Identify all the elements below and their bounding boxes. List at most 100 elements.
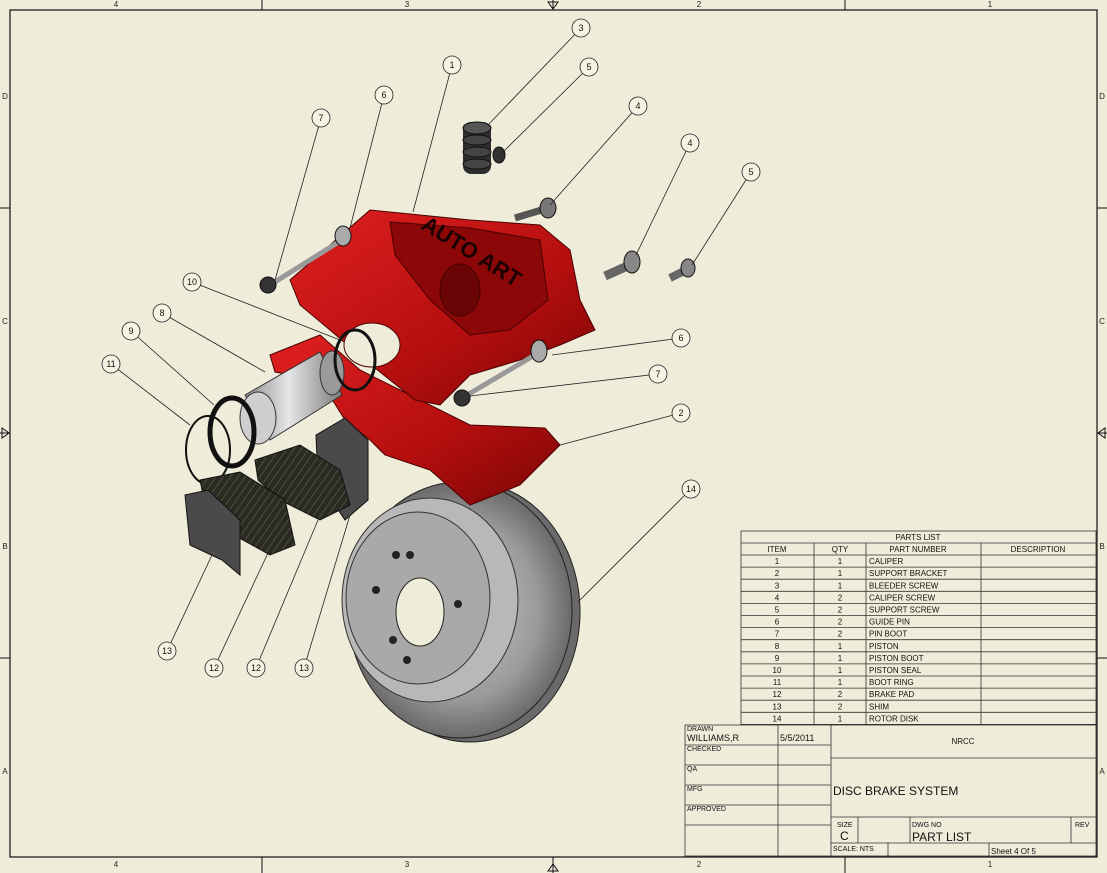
callout: 13 — [294, 514, 351, 678]
zone-label: A — [1099, 767, 1105, 776]
table-cell: SUPPORT SCREW — [869, 606, 940, 615]
callout-number: 7 — [655, 369, 660, 379]
callout-number: 1 — [449, 60, 454, 70]
table-cell: 1 — [838, 654, 843, 663]
callout-number: 13 — [299, 663, 309, 673]
table-cell: 1 — [838, 666, 843, 675]
parts-list-title: PARTS LIST — [895, 533, 940, 542]
parts-list-header: QTY — [832, 545, 849, 554]
callout-number: 6 — [381, 90, 386, 100]
callout: 14 — [577, 479, 701, 603]
callout-number: 10 — [187, 277, 197, 287]
table-cell: 2 — [838, 630, 843, 639]
callout-number: 12 — [251, 663, 261, 673]
scale-label: SCALE: NTS — [833, 846, 874, 853]
zone-label: 1 — [988, 0, 993, 9]
zone-label: 2 — [697, 0, 702, 9]
table-cell: CALIPER — [869, 557, 903, 566]
table-cell: 2 — [838, 606, 843, 615]
zone-label: 2 — [697, 860, 702, 869]
table-cell: 2 — [775, 569, 780, 578]
table-cell: SHIM — [869, 702, 889, 711]
table-cell: 2 — [838, 618, 843, 627]
table-cell: 1 — [838, 678, 843, 687]
callout: 13 — [157, 554, 213, 661]
bleeder-screw — [462, 121, 506, 174]
top-zone-labels: 4 3 2 1 — [114, 0, 993, 9]
caliper: AUTO ART — [289, 209, 596, 406]
table-cell: BLEEDER SCREW — [869, 581, 939, 590]
table-cell: BOOT RING — [869, 678, 914, 687]
guide-pin — [259, 225, 352, 294]
table-cell: 1 — [838, 581, 843, 590]
callout-number: 3 — [578, 23, 583, 33]
zone-label: D — [2, 92, 8, 101]
callout: 6 — [349, 85, 394, 229]
callout-number: 12 — [209, 663, 219, 673]
table-cell: 9 — [775, 654, 780, 663]
table-cell: 2 — [838, 702, 843, 711]
approved-label: APPROVED — [687, 806, 726, 813]
callout: 2 — [559, 403, 691, 446]
table-cell: 12 — [773, 690, 782, 699]
table-cell: 4 — [775, 593, 780, 602]
shim — [184, 489, 241, 577]
table-cell: GUIDE PIN — [869, 618, 910, 627]
left-zone-labels: D C B A — [2, 92, 8, 776]
callout: 5 — [499, 57, 599, 156]
brake-pad — [254, 444, 351, 521]
zone-label: C — [2, 317, 8, 326]
parts-list-header: ITEM — [767, 545, 786, 554]
support-screw — [668, 258, 696, 282]
caliper-screw — [603, 250, 641, 281]
piston — [239, 350, 345, 445]
zone-label: B — [1099, 542, 1104, 551]
parts-list-header: DESCRIPTION — [1011, 545, 1066, 554]
checked-label: CHECKED — [687, 746, 721, 753]
table-cell: 1 — [838, 557, 843, 566]
callout: 8 — [152, 303, 266, 373]
callout-number: 8 — [159, 308, 164, 318]
callout: 12 — [204, 552, 269, 678]
piston-boot — [207, 395, 257, 469]
callout: 1 — [412, 55, 462, 213]
zone-label: 4 — [114, 860, 119, 869]
callout-number: 9 — [128, 326, 133, 336]
callout: 12 — [246, 519, 319, 678]
table-cell: 3 — [775, 581, 780, 590]
table-cell: 14 — [773, 714, 782, 723]
zone-label: 1 — [988, 860, 993, 869]
drawing-title: DISC BRAKE SYSTEM — [833, 784, 958, 798]
callout-number: 5 — [748, 167, 753, 177]
table-cell: 13 — [773, 702, 782, 711]
table-cell: 1 — [838, 714, 843, 723]
parts-list-header: PART NUMBER — [889, 545, 947, 554]
callout-number: 4 — [635, 101, 640, 111]
table-cell: 8 — [775, 642, 780, 651]
callout-number: 7 — [318, 113, 323, 123]
zone-label: B — [2, 542, 7, 551]
callout: 10 — [182, 272, 341, 341]
callout: 4 — [549, 96, 648, 206]
callout: 9 — [121, 321, 215, 406]
callout: 7 — [469, 364, 668, 397]
table-cell: 6 — [775, 618, 780, 627]
table-cell: ROTOR DISK — [869, 714, 919, 723]
zone-label: D — [1099, 92, 1105, 101]
table-cell: 1 — [838, 569, 843, 578]
table-cell: 1 — [838, 642, 843, 651]
piston-seal — [333, 328, 377, 392]
exploded-view: AUTO ART — [184, 121, 696, 743]
rev-label: REV — [1075, 822, 1090, 829]
title-block: DRAWN WILLIAMS,R 5/5/2011 CHECKED QA MFG… — [684, 724, 1097, 857]
zone-label: 4 — [114, 0, 119, 9]
table-cell: CALIPER SCREW — [869, 593, 936, 602]
parts-list: PARTS LIST ITEM QTY PART NUMBER DESCRIPT… — [740, 530, 1097, 726]
drawn-label: DRAWN — [687, 726, 713, 733]
callout-number: 11 — [106, 359, 115, 369]
table-cell: PISTON SEAL — [869, 666, 922, 675]
caliper-screw — [513, 197, 557, 222]
